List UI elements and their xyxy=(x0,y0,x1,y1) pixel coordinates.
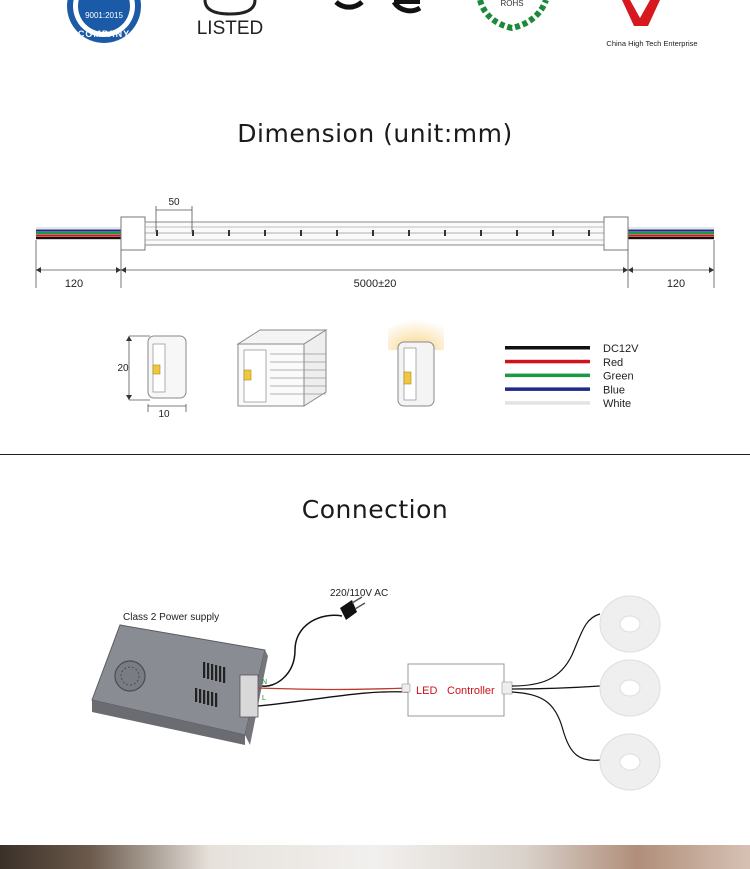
length-dimensions: 120 5000±20 120 xyxy=(35,240,715,290)
pitch-label: 50 xyxy=(168,197,180,208)
led-mark xyxy=(228,230,230,236)
led-mark xyxy=(516,230,518,236)
ul-listed-icon: LISTED xyxy=(197,0,264,39)
section-divider xyxy=(0,454,750,455)
wire-legend-label: Green xyxy=(603,371,634,383)
right-wire-bundle xyxy=(628,227,714,240)
led-mark xyxy=(192,230,194,236)
connection-diagram: 220/110V AC Class 2 Power supply N L LED xyxy=(91,588,661,791)
led-strip-reel-icon xyxy=(599,659,661,717)
led-strip-body xyxy=(144,221,605,246)
led-mark xyxy=(408,230,410,236)
wire-legend-label: DC12V xyxy=(603,343,639,355)
wire-legend-label: White xyxy=(603,398,631,410)
led-mark xyxy=(336,230,338,236)
iso-seal-icon: 9001:2015 COMPANY xyxy=(67,0,141,43)
ul-listed-label: LISTED xyxy=(197,18,264,39)
china-hightech-label: China High Tech Enterprise xyxy=(606,39,697,48)
pitch-dimension: 50 xyxy=(155,197,193,232)
wire-legend-swatch xyxy=(505,346,590,350)
power-supply-label: Class 2 Power supply xyxy=(123,612,219,623)
ac-plug-icon: 220/110V AC xyxy=(261,588,388,687)
dimension-drawing: 50 120 5000±20 120 20 10 xyxy=(35,197,715,420)
controller-led-label: LED xyxy=(416,685,437,697)
led-mark xyxy=(444,230,446,236)
lead-left-label: 120 xyxy=(65,278,83,290)
wire-legend-swatch xyxy=(505,373,590,378)
product-photo xyxy=(0,845,750,869)
left-end-cap xyxy=(120,216,146,251)
led-mark xyxy=(264,230,266,236)
cross-section-diagram: 20 10 xyxy=(117,335,187,420)
china-hightech-icon: China High Tech Enterprise xyxy=(606,0,698,48)
wire-legend-swatch xyxy=(505,359,590,364)
right-end-cap xyxy=(603,216,629,251)
power-supply-icon: Class 2 Power supply N L xyxy=(91,612,268,745)
wire-legend-swatch xyxy=(505,401,590,405)
terminal-n-label: N xyxy=(262,679,267,686)
dimension-title: Dimension (unit:mm) xyxy=(237,119,513,148)
rohs-icon: ROHS xyxy=(477,0,549,32)
lit-cross-section xyxy=(388,312,444,407)
left-wire-bundle xyxy=(36,227,122,240)
led-mark xyxy=(480,230,482,236)
wire-legend-label: Red xyxy=(603,357,623,369)
terminal-l-label: L xyxy=(262,695,266,702)
lead-right-label: 120 xyxy=(667,278,685,290)
width-label: 10 xyxy=(158,409,170,420)
certification-logos: 9001:2015 COMPANY LISTED ROHS China High… xyxy=(67,0,698,48)
led-strip-reel-icon xyxy=(599,733,661,791)
led-marks xyxy=(156,230,590,236)
ce-mark-icon xyxy=(334,0,422,14)
led-controller-box: LED Controller xyxy=(401,663,513,717)
led-mark xyxy=(156,230,158,236)
led-mark xyxy=(588,230,590,236)
ac-voltage-label: 220/110V AC xyxy=(330,588,388,599)
led-mark xyxy=(372,230,374,236)
connection-title: Connection xyxy=(301,495,449,524)
wire-legend-swatch xyxy=(505,387,590,391)
led-strip-reel-icon xyxy=(599,595,661,653)
led-mark xyxy=(300,230,302,236)
iso-standard-label: 9001:2015 xyxy=(85,11,123,20)
perspective-view xyxy=(236,329,328,407)
iso-company-label: COMPANY xyxy=(78,29,130,39)
rohs-label: ROHS xyxy=(500,0,523,8)
length-label: 5000±20 xyxy=(354,278,397,290)
controller-name-label: Controller xyxy=(447,685,495,697)
height-label: 20 xyxy=(117,363,129,374)
wire-legend-label: Blue xyxy=(603,384,625,396)
led-mark xyxy=(552,230,554,236)
